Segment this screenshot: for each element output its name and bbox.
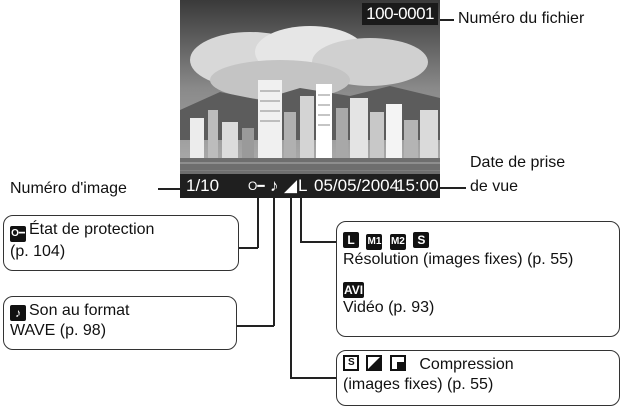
file-number-label: Numéro du fichier [458,10,585,27]
sound-text-line2: WAVE (p. 98) [10,322,107,339]
lcd-info-bar: 1/10 O━ ♪ ◢ L 05/05/2004 15:00 [180,174,440,198]
sound-callout: ♪Son au format WAVE (p. 98) [3,296,237,350]
compression-callout: S Compression (images fixes) (p. 55) [336,350,620,406]
sound-leader-h [236,325,274,327]
video-text: Vidéo (p. 93) [343,299,435,316]
image-number-display: 1/10 [186,176,220,195]
file-number-leader [440,19,454,21]
sound-icon: ♪ [270,176,279,195]
protection-leader-h [238,247,258,249]
protection-leader-v [257,198,259,248]
resolution-text: Résolution (images fixes) (p. 55) [343,251,574,268]
image-number-leader [158,188,180,190]
compression-leader-h [290,377,338,379]
resolution-leader-h [300,241,338,243]
protection-text-line1: État de protection [29,221,155,238]
shooting-time-display: 15:00 [396,176,439,195]
compression-text-line2: (images fixes) (p. 55) [343,376,494,393]
shooting-date-label-line1: Date de prise [470,154,566,171]
music-note-icon: ♪ [10,305,26,321]
file-number-display: 100-0001 [362,3,438,25]
resolution-leader-v [300,198,302,242]
lcd-preview-image: 100-0001 1/10 O━ ♪ ◢ L 05/05/2004 15:00 [180,0,440,198]
resolution-medium2-icon: M2 [389,234,406,250]
compression-text-line1: Compression [419,356,514,373]
protection-callout: O━État de protection (p. 104) [3,215,239,271]
key-icon: O━ [10,226,26,242]
shooting-date-leader [440,187,466,189]
superfine-compression-icon: S [343,355,359,371]
resolution-indicator: L [298,176,308,195]
avi-video-icon: AVI [343,282,365,298]
resolution-small-icon: S [413,232,430,248]
city-skyline-photo [180,0,440,198]
normal-compression-icon [389,355,406,371]
shooting-date-display: 05/05/2004 [314,176,400,195]
image-number-label: Numéro d'image [10,180,127,197]
fine-compression-icon [366,355,383,371]
resolution-icons: L M1 M2 S [343,228,613,250]
sound-leader-v [273,198,275,326]
resolution-medium1-icon: M1 [366,234,383,250]
compression-leader-v [290,198,292,378]
protect-key-icon: O━ [248,179,265,193]
protection-text-line2: (p. 104) [10,243,66,260]
compression-icon: ◢ [284,176,298,195]
sound-text-line1: Son au format [29,302,130,319]
resolution-callout: L M1 M2 S Résolution (images fixes) (p. … [336,221,620,337]
shooting-date-label-line2: de vue [470,178,519,195]
resolution-large-icon: L [343,232,359,248]
